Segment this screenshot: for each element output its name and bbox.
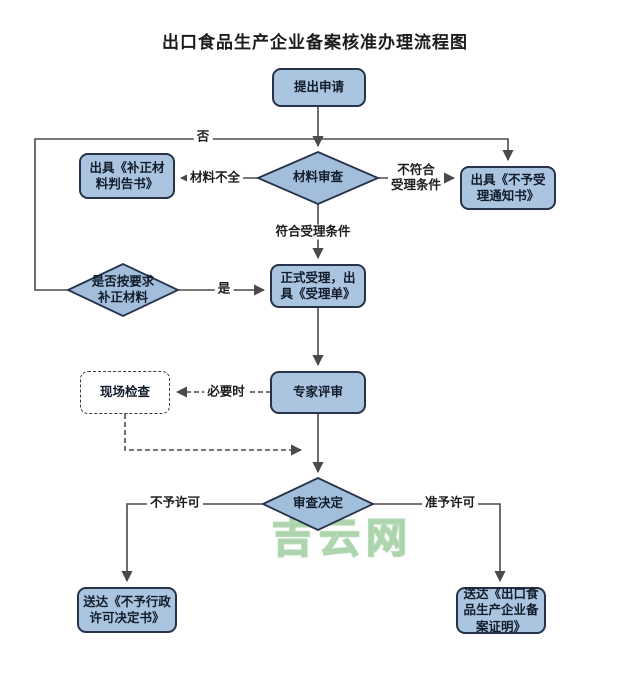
node-grant-certificate: 送达《出口食品生产企业备案证明》: [456, 587, 546, 634]
diamond-supplement-check: [65, 263, 181, 317]
watermark-text: 吉云网: [271, 514, 413, 562]
node-deny-decision-label: 送达《不予行政许可决定书》: [83, 594, 171, 625]
edge-label-deny: 不予许可: [146, 495, 204, 511]
node-deny-decision: 送达《不予行政许可决定书》: [77, 587, 177, 633]
node-supplement-check-label: 是否按要求 补正材料: [91, 274, 155, 304]
node-expert-review-label: 专家评审: [292, 385, 343, 400]
diamond-material-review: [255, 151, 381, 205]
page-title: 出口食品生产企业备案核准办理流程图: [162, 33, 468, 52]
edge-deny: [121, 503, 263, 583]
node-site-inspection: 现场检查: [80, 371, 170, 414]
node-formal-accept: 正式受理，出具《受理单》: [270, 264, 366, 308]
node-supplement-notice-label: 出具《补正材料判告书》: [89, 160, 165, 191]
node-reject-notice-label: 出具《不予受理通知书》: [470, 172, 546, 203]
node-site-inspection-label: 现场检查: [99, 385, 150, 400]
node-grant-certificate-label: 送达《出口食品生产企业备案证明》: [463, 587, 539, 634]
edge-label-yes: 是: [214, 281, 234, 297]
edge-label-when-necessary: 必要时: [204, 384, 248, 400]
node-start-label: 提出申请: [293, 80, 344, 95]
edge-label-grant: 准予许可: [421, 495, 479, 511]
edge-label-qualified: 符合受理条件: [272, 224, 354, 240]
node-start: 提出申请: [272, 68, 366, 107]
edge-no-to-reject: [34, 138, 514, 291]
node-review-decision-label: 审查决定: [292, 496, 344, 511]
node-supplement-notice: 出具《补正材料判告书》: [79, 153, 175, 199]
edge-inspection-return: [124, 414, 303, 456]
edge-label-incomplete: 材料不全: [186, 170, 244, 186]
edge-label-not-qualified: 不符合 受理条件: [387, 163, 445, 193]
diamond-review-decision: [260, 477, 376, 531]
node-reject-notice: 出具《不予受理通知书》: [460, 166, 556, 210]
edge-label-no: 否: [193, 129, 213, 145]
node-expert-review: 专家评审: [270, 371, 366, 414]
node-material-review-label: 材料审查: [292, 170, 344, 185]
edge-grant: [373, 503, 506, 583]
node-formal-accept-label: 正式受理，出具《受理单》: [280, 270, 356, 301]
